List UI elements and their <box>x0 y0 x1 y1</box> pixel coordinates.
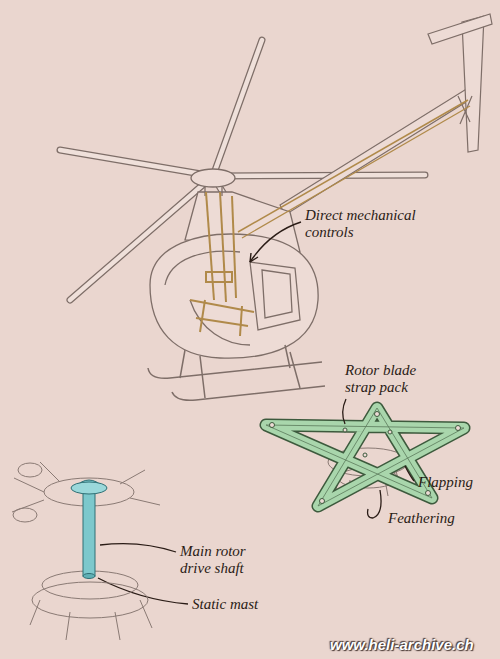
tail <box>280 14 492 215</box>
fuselage <box>150 169 318 358</box>
mast-assembly <box>12 462 160 640</box>
part-label: Static mast <box>192 596 292 613</box>
motion-label: Feathering <box>388 510 478 527</box>
label-anchor: Feathering <box>388 510 478 527</box>
landing-skids <box>148 345 325 400</box>
part-label: Main rotor drive shaft <box>180 543 275 577</box>
mechanical-controls <box>190 100 470 336</box>
part-label: Direct mechanical controls <box>305 207 435 241</box>
leader-line <box>250 222 301 262</box>
label-anchor: Flapping <box>418 474 493 491</box>
motion-label: Flapping <box>418 474 493 491</box>
watermark: www.heli-archive.ch <box>330 636 495 653</box>
label-anchor: Rotor blade strap pack <box>345 362 445 396</box>
leader-arrow <box>250 253 258 262</box>
label-anchor: Direct mechanical controls <box>305 207 435 241</box>
strap-pack <box>266 408 464 506</box>
label-anchor: Static mast <box>192 596 292 613</box>
label-anchor: Main rotor drive shaft <box>180 543 275 577</box>
label-anchor: www.heli-archive.ch <box>330 636 495 653</box>
part-label: Rotor blade strap pack <box>345 362 445 396</box>
